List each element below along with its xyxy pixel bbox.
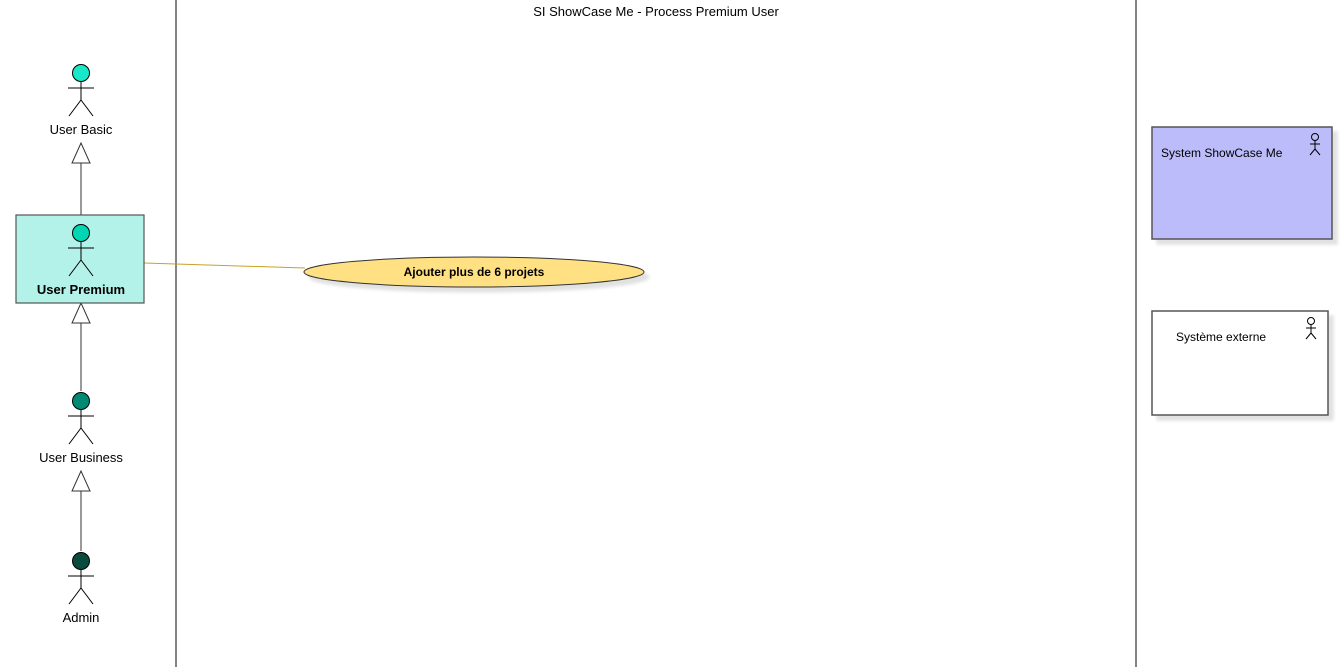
legend-label: Système externe xyxy=(1176,330,1266,344)
legend-systeme-externe[interactable]: Système externe xyxy=(1151,310,1329,416)
actor-label: User Business xyxy=(39,450,123,465)
stick-figure-icon xyxy=(68,392,94,445)
actor-admin[interactable]: Admin xyxy=(63,552,100,626)
generalization-admin-to-business xyxy=(71,469,91,551)
stick-figure-icon xyxy=(68,64,94,117)
actor-label: User Premium xyxy=(37,282,125,297)
diagram-title: SI ShowCase Me - Process Premium User xyxy=(533,4,779,19)
legend-box xyxy=(1151,126,1333,240)
legend-system-showcase[interactable]: System ShowCase Me xyxy=(1151,126,1333,240)
use-case-ajouter-projets[interactable]: Ajouter plus de 6 projets xyxy=(303,256,645,288)
generalization-premium-to-basic xyxy=(71,141,91,215)
actor-user-business[interactable]: User Business xyxy=(39,392,123,466)
generalization-business-to-premium xyxy=(71,301,91,391)
use-case-label: Ajouter plus de 6 projets xyxy=(404,265,545,279)
legend-box xyxy=(1151,310,1329,416)
use-case-ellipse xyxy=(303,256,645,288)
legend-label: System ShowCase Me xyxy=(1161,146,1283,160)
actor-user-basic[interactable]: User Basic xyxy=(50,64,113,138)
actor-icon xyxy=(1305,317,1317,340)
actor-user-premium[interactable]: User Premium xyxy=(15,214,145,304)
actor-label: Admin xyxy=(63,610,100,625)
stick-figure-icon xyxy=(68,224,94,277)
actor-label: User Basic xyxy=(50,122,113,137)
stick-figure-icon xyxy=(68,552,94,605)
actor-icon xyxy=(1309,133,1321,156)
association-premium-usecase xyxy=(143,262,306,269)
